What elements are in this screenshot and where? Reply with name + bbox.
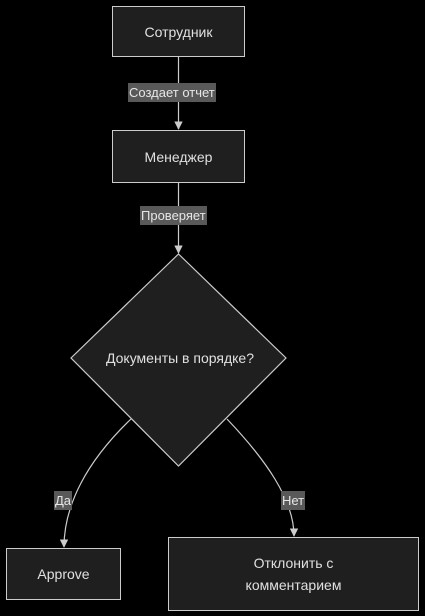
node-reject-label-line1: Отклонить с [253, 555, 334, 571]
edge-label-creates-report: Создает отчет [128, 83, 216, 102]
edge-decision-no [226, 418, 299, 537]
node-manager: Менеджер [112, 130, 245, 183]
node-reject-label-line2: комментарием [245, 577, 342, 593]
node-approve-label: Approve [37, 566, 90, 582]
edge-label-checks: Проверяет [140, 206, 207, 225]
node-decision-label: Документы в порядке? [106, 350, 254, 366]
edge-label-yes: Да [54, 491, 73, 510]
node-manager-label: Менеджер [144, 148, 213, 165]
node-employee-label: Сотрудник [144, 23, 213, 40]
edge-decision-yes [59, 418, 132, 548]
node-approve: Approve [6, 548, 121, 600]
node-employee: Сотрудник [112, 6, 245, 57]
edge-label-no: Нет [281, 491, 306, 510]
node-reject: Отклонить с комментарием [168, 537, 419, 611]
decision-diamond [70, 253, 287, 467]
